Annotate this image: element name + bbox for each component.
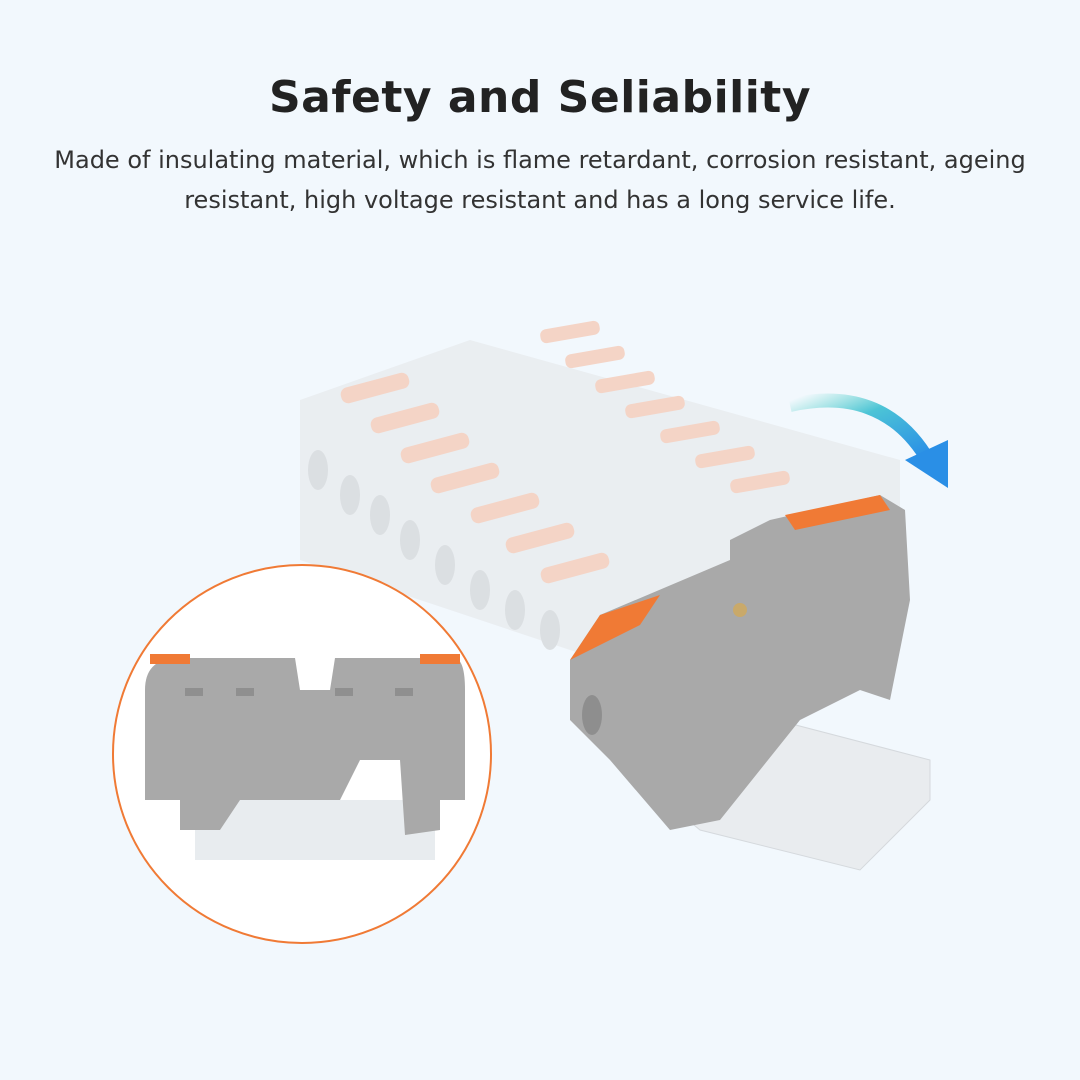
front-connector: [570, 495, 910, 830]
description-text: Made of insulating material, which is fl…: [54, 146, 1026, 214]
detail-circle: [112, 564, 492, 944]
page-title: Safety and Seliability: [268, 72, 812, 123]
rotate-arrow-icon: [788, 393, 931, 459]
